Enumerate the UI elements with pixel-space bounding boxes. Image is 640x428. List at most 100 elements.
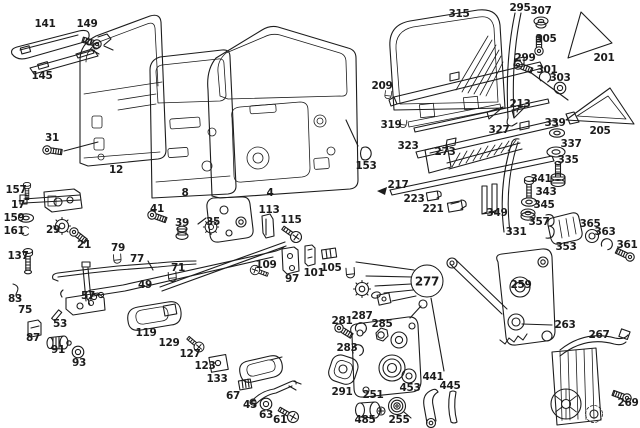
- part-label-283: 283: [336, 342, 358, 354]
- part-label-63: 63: [258, 409, 274, 421]
- part-label-269: 269: [617, 397, 639, 409]
- part-label-295: 295: [509, 2, 531, 14]
- part-label-205: 205: [589, 125, 611, 137]
- part-art-4-rear-door: [207, 25, 359, 199]
- part-label-133: 133: [206, 373, 228, 385]
- part-art-213-wedges: [486, 105, 527, 120]
- leader-299-group: [529, 71, 569, 101]
- part-label-323: 323: [397, 140, 419, 152]
- part-art-335-screw-nut: [550, 160, 566, 188]
- part-label-281: 281: [331, 315, 353, 327]
- part-label-291: 291: [331, 386, 353, 398]
- part-art-353-striker: [547, 212, 583, 245]
- part-art-119-bezel: [127, 301, 182, 331]
- part-art-12-front-door: [79, 14, 167, 167]
- part-label-4: 4: [266, 187, 274, 199]
- part-label-39: 39: [174, 217, 190, 229]
- part-label-453: 453: [399, 382, 421, 394]
- part-label-307: 307: [530, 5, 552, 17]
- part-art-97-striker: [281, 246, 300, 275]
- part-label-21: 21: [76, 239, 92, 251]
- part-art-267-cable-unit: [550, 328, 631, 426]
- part-art-223-clip: [425, 190, 442, 202]
- part-label-137: 137: [7, 250, 29, 262]
- part-label-263: 263: [554, 319, 576, 331]
- part-art-113-bracket: [261, 213, 275, 239]
- part-art-31-screw: [41, 141, 99, 157]
- part-art-201-quarter-glass: [567, 11, 613, 59]
- part-art-35-door-lock: [197, 196, 254, 243]
- part-label-273: 273: [434, 146, 456, 158]
- part-label-361: 361: [616, 239, 638, 251]
- part-art-291-rosette: [328, 354, 359, 385]
- part-label-57: 57: [80, 290, 96, 302]
- part-label-285: 285: [371, 318, 393, 330]
- part-label-31: 31: [44, 132, 60, 144]
- part-label-159: 159: [3, 212, 25, 224]
- part-label-251: 251: [362, 389, 384, 401]
- part-label-12: 12: [108, 164, 124, 176]
- part-label-77: 77: [129, 253, 145, 265]
- part-label-129: 129: [158, 337, 180, 349]
- part-label-345: 345: [533, 199, 555, 211]
- part-art-217-sill-strip: [377, 155, 555, 196]
- part-label-153: 153: [355, 160, 377, 172]
- part-label-303: 303: [549, 72, 571, 84]
- part-label-127: 127: [179, 348, 201, 360]
- part-art-45-lever: [249, 380, 302, 407]
- part-label-149: 149: [76, 18, 98, 30]
- part-art-277-kit-parts: [344, 266, 392, 306]
- part-art-453-grommet: [401, 368, 417, 384]
- part-label-305: 305: [535, 33, 557, 45]
- part-label-267: 267: [588, 329, 610, 341]
- part-label-79: 79: [110, 242, 126, 254]
- part-label-343: 343: [535, 186, 557, 198]
- part-art-123-plate: [208, 353, 229, 373]
- part-art-101-slide: [304, 244, 316, 267]
- part-label-315: 315: [448, 8, 470, 20]
- part-label-339: 339: [544, 117, 566, 129]
- part-art-205-quarter-glass-seal: [565, 87, 635, 125]
- part-art-67-clip: [237, 378, 253, 391]
- part-label-255: 255: [388, 414, 410, 426]
- part-label-93: 93: [71, 357, 87, 369]
- part-label-141: 141: [34, 18, 56, 30]
- part-label-259: 259: [510, 279, 532, 291]
- part-label-217: 217: [387, 179, 409, 191]
- part-art-57-clip: [90, 291, 105, 301]
- part-label-115: 115: [280, 214, 302, 226]
- part-label-277: 277: [410, 264, 444, 298]
- part-label-67: 67: [225, 390, 241, 402]
- part-art-39-grommet: [175, 225, 189, 240]
- part-art-77-rod: [52, 260, 197, 282]
- leader-263: [521, 323, 553, 326]
- part-label-357: 357: [528, 216, 550, 228]
- part-label-8: 8: [181, 187, 189, 199]
- part-label-349: 349: [486, 207, 508, 219]
- part-label-75: 75: [17, 304, 33, 316]
- part-label-83: 83: [7, 293, 23, 305]
- part-label-365: 365: [579, 218, 601, 230]
- part-label-35: 35: [205, 216, 221, 228]
- part-art-319-clip-strip: [399, 98, 550, 133]
- part-label-161: 161: [3, 225, 25, 237]
- part-art-255-spring: [387, 396, 412, 419]
- part-label-485: 485: [354, 414, 376, 426]
- part-label-299: 299: [514, 52, 536, 64]
- part-label-71: 71: [170, 262, 186, 274]
- part-art-365-washer: [584, 228, 600, 244]
- part-label-41: 41: [149, 203, 165, 215]
- part-label-91: 91: [50, 344, 66, 356]
- part-art-87-bracket: [27, 319, 42, 338]
- part-label-221: 221: [422, 203, 444, 215]
- part-art-331-channel: [501, 138, 520, 233]
- part-label-123: 123: [194, 360, 216, 372]
- part-art-17-check-strap: [19, 188, 83, 213]
- part-label-17: 17: [10, 199, 26, 211]
- part-art-349-channel-bracket: [481, 183, 498, 215]
- part-label-327: 327: [488, 124, 510, 136]
- part-art-277-fan-lines: [355, 261, 445, 372]
- part-art-445-insert: [448, 390, 458, 424]
- part-art-485-knob: [354, 401, 386, 419]
